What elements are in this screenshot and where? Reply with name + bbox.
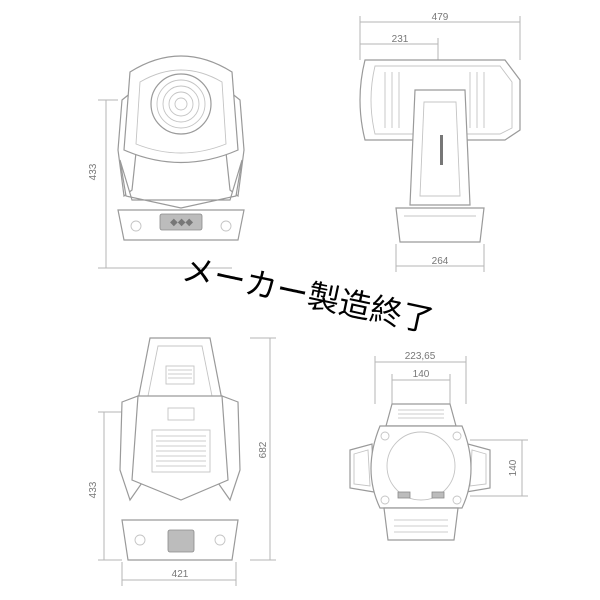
back-display	[167, 529, 195, 553]
back-view: 682 433 421	[88, 337, 276, 586]
back-height-label: 433	[88, 481, 99, 498]
front-display	[159, 213, 203, 231]
back-total-height-label: 682	[258, 441, 269, 458]
back-width-label: 421	[172, 569, 189, 580]
side-view: 479 231 ▬▬▬ 264	[359, 12, 521, 272]
front-height-label: 433	[88, 163, 99, 180]
side-logo-icon: ▬▬▬	[437, 135, 448, 165]
side-inner-width-label: 231	[392, 34, 409, 45]
bottom-total-width-label: 223,65	[405, 351, 436, 362]
bottom-view: 223,65 140 140	[349, 351, 528, 541]
back-vent-grill	[156, 435, 206, 467]
bottom-inner-width-label: 140	[413, 369, 430, 380]
front-view: 433 ◆◆◆	[88, 55, 245, 269]
bottom-height-label: 140	[508, 459, 519, 476]
side-total-width-label: 479	[432, 12, 449, 23]
lens	[150, 73, 212, 135]
front-logo-icon: ◆◆◆	[170, 217, 193, 228]
side-base-width-label: 264	[432, 256, 449, 267]
